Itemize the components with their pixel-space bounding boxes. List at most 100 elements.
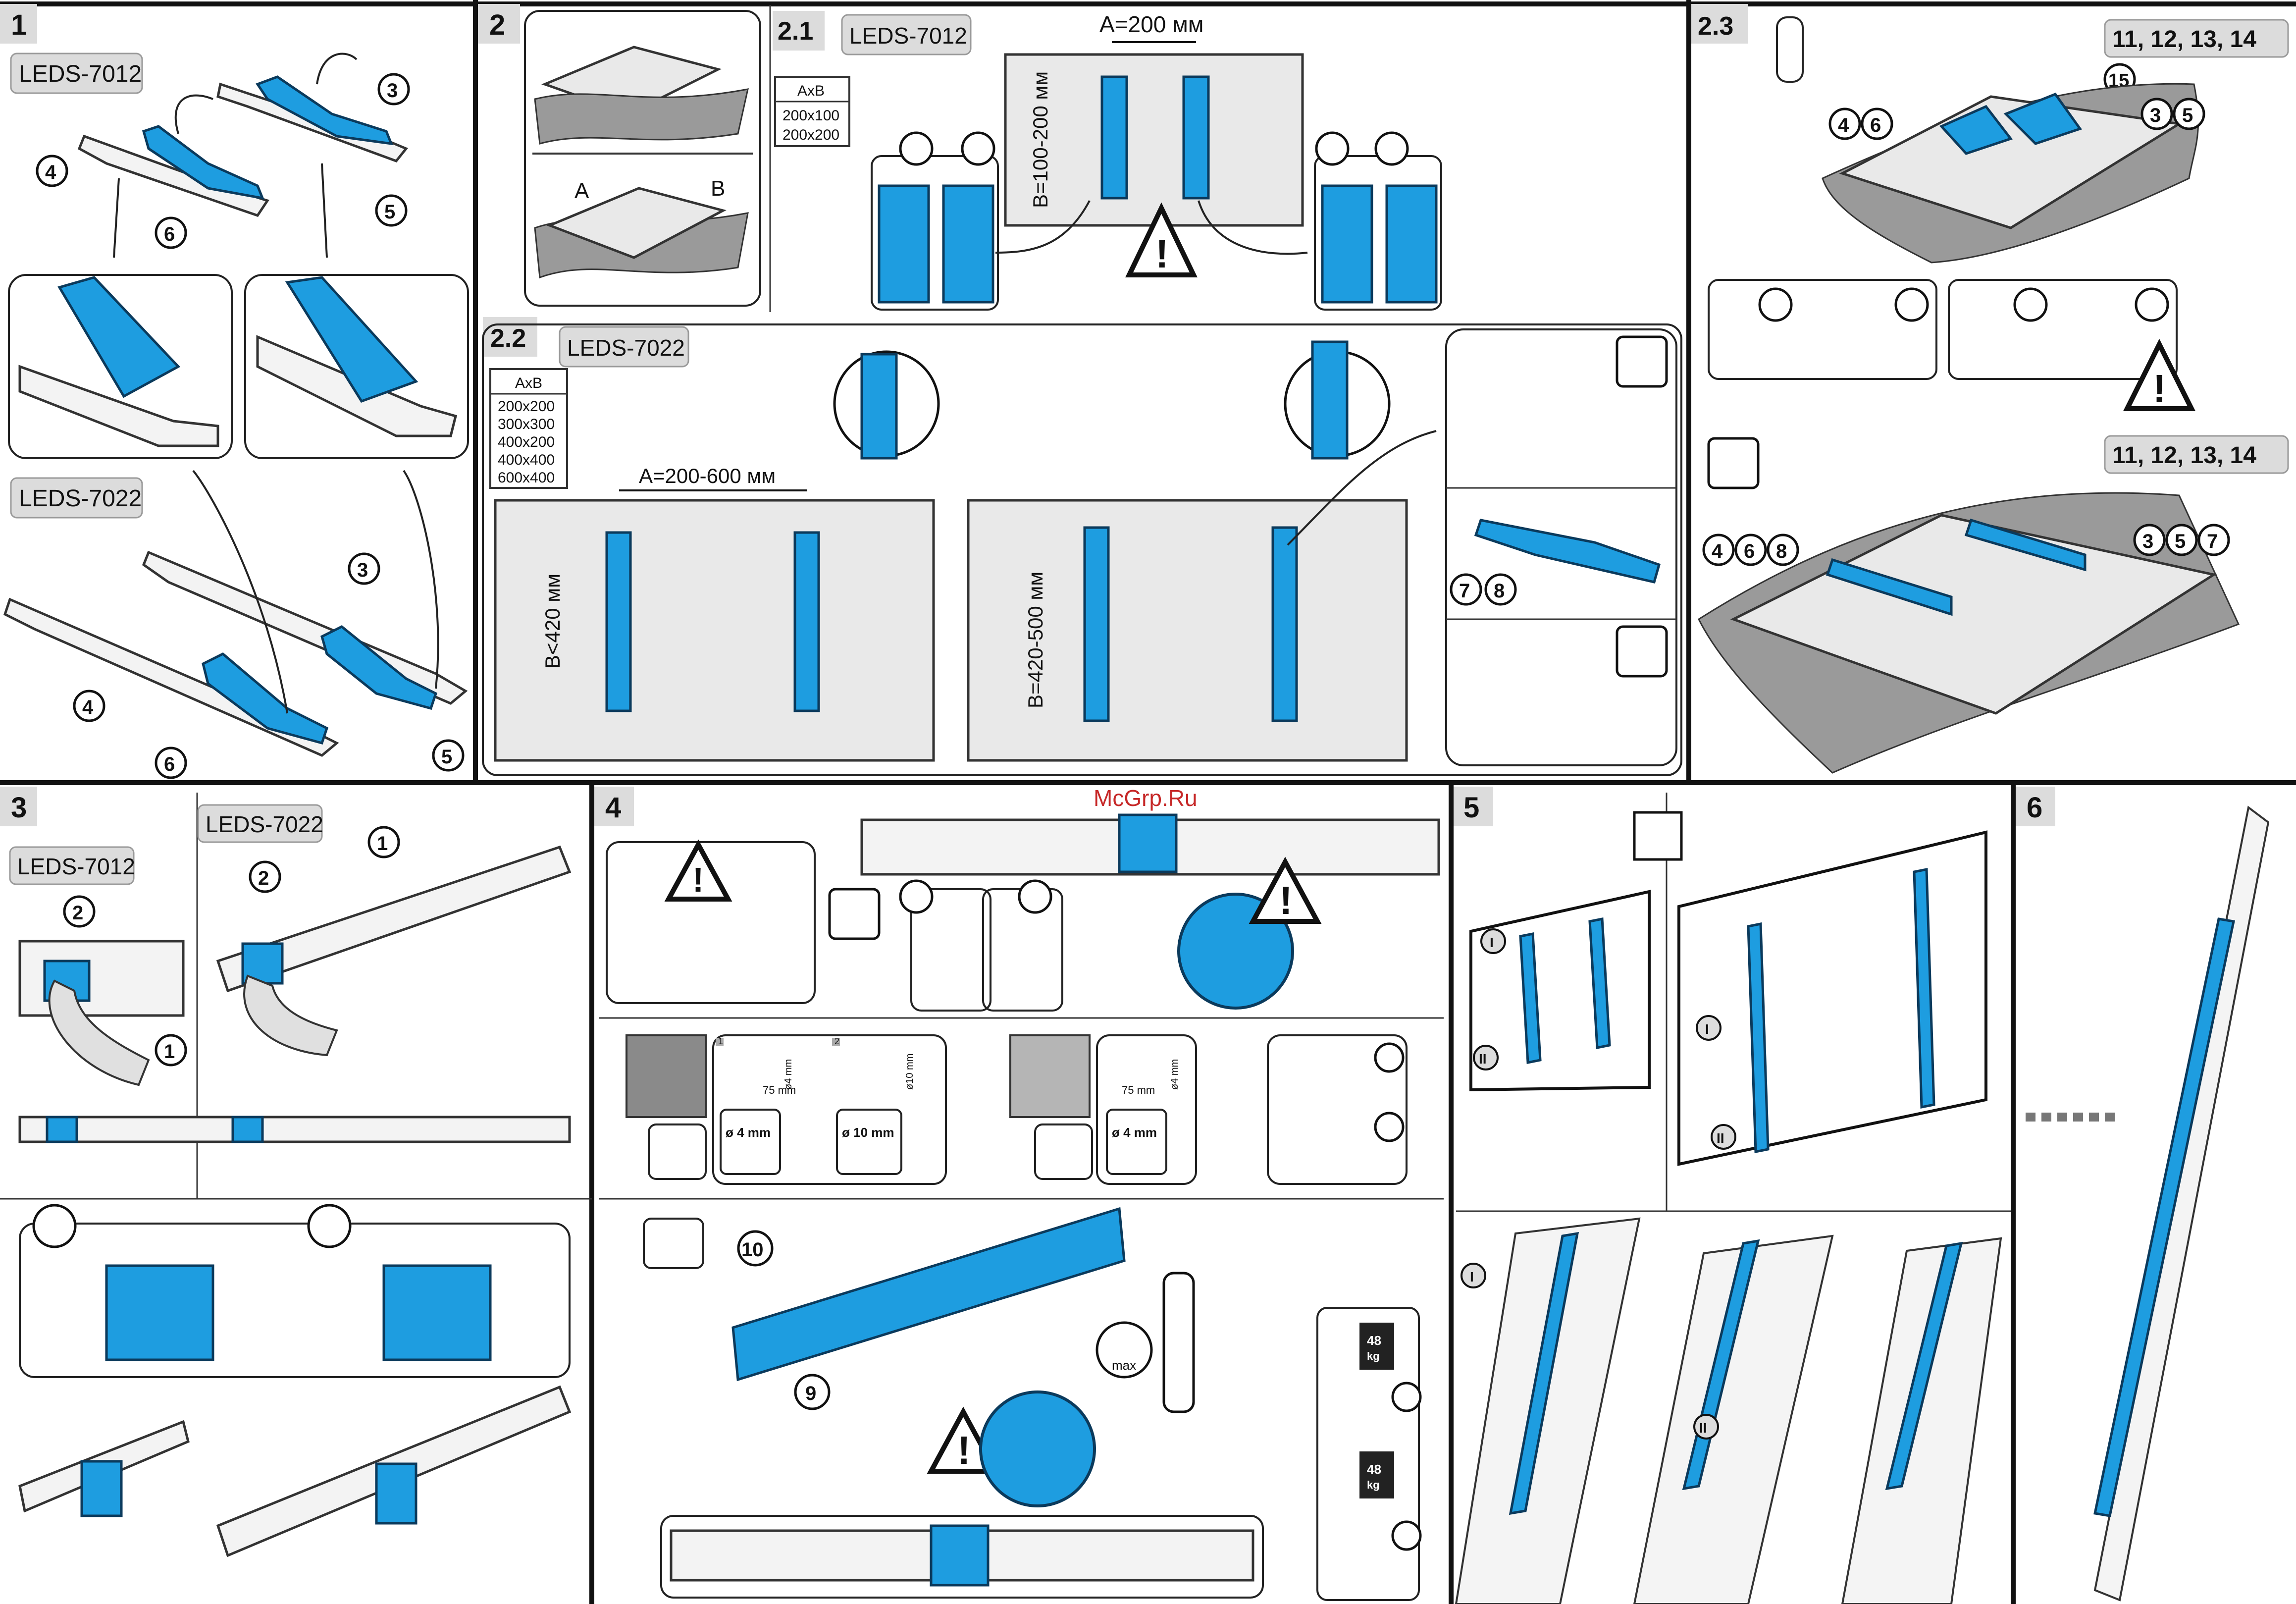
step-6-panel: [2026, 805, 2270, 1602]
happy-face-icon: [2013, 287, 2048, 322]
sad-face-icon: [1374, 131, 1409, 166]
roman-1b: I: [1705, 1021, 1709, 1037]
weight-value: 48: [1367, 1333, 1381, 1348]
part-number-4: 4: [45, 161, 56, 183]
wood-drill-box: [1096, 1034, 1197, 1185]
model-label-7012-2-1: LEDS-7012: [849, 23, 967, 49]
level-zoom-2: [979, 1390, 1096, 1507]
step-2-3-label: 2.3: [1698, 12, 1733, 41]
long-rail-3: [216, 845, 572, 993]
rail-bracket-7012-right: [216, 75, 409, 162]
ab-row: 400x400: [498, 452, 555, 468]
weight-unit-2: kg: [1367, 1479, 1380, 1491]
warning-icon: [1249, 856, 1322, 924]
part-number-2b: 2: [258, 867, 269, 889]
model-label-7022-3: LEDS-7022: [206, 811, 323, 837]
svg-text:!: !: [692, 860, 704, 899]
dimension-b-text-3: B=420-500 мм: [1024, 572, 1047, 708]
step-2-2-box: [482, 323, 1682, 776]
roman-2: II: [1479, 1051, 1487, 1067]
ab-row: 600x400: [498, 470, 555, 486]
tv-mounting-large: [1677, 830, 1987, 1166]
part-number-8d: 8: [1776, 540, 1787, 562]
step-5-label: 5: [1463, 792, 1479, 824]
part-number-3d: 3: [2142, 531, 2153, 552]
drill-diameter-2: ø10 mm: [904, 1054, 915, 1090]
final-rail-box: [660, 1515, 1264, 1599]
hand-illustration: [48, 979, 150, 1086]
dimension-a-text-2: A=200-600 мм: [639, 464, 776, 487]
warning-icon: [2123, 338, 2196, 411]
step-2-panel: A B LEDS-7012 AxB 200x100 200x200 A=200 …: [482, 10, 1682, 776]
drill-depth-1: 75 mm: [763, 1084, 796, 1096]
tilt-bracket: [2093, 917, 2235, 1517]
ab-row: 300x300: [498, 416, 555, 432]
step-3-label: 3: [11, 792, 27, 824]
model-label-7012: LEDS-7012: [19, 61, 142, 87]
bracket-compare-left: [871, 155, 999, 311]
dimension-a-text: A=200 мм: [1099, 11, 1203, 37]
max-torque-icon: [1096, 1321, 1153, 1379]
part-number-3b: 3: [357, 559, 368, 581]
part-number-3c: 3: [2150, 105, 2161, 126]
drill-size-1: ø 4 mm: [726, 1125, 771, 1140]
ab-table-2-1: [774, 76, 850, 147]
part-number-1: 1: [164, 1041, 175, 1063]
warning-icon: [927, 1406, 1000, 1474]
drill-size-3: ø 4 mm: [1112, 1125, 1157, 1140]
tv-side-profile: [2093, 805, 2270, 1602]
wood-wall-icon: [1009, 1034, 1091, 1118]
hammer-icon: [643, 1218, 704, 1269]
ab-row: 200x200: [498, 398, 555, 415]
dimension-a-label: A: [574, 179, 589, 203]
drill-diameter-3: ø4 mm: [1169, 1059, 1180, 1090]
anchor-compare-box: [1267, 1034, 1408, 1185]
part-number-5c: 5: [2182, 105, 2193, 126]
screw-group-label-2: 11, 12, 13, 14: [2112, 442, 2256, 469]
sad-face-icon: [1894, 287, 1929, 322]
warning-icon: [1125, 202, 1198, 277]
svg-text:!: !: [2153, 367, 2166, 411]
part-number-4b: 4: [82, 696, 94, 718]
drill-depth-2: 75 mm: [1122, 1084, 1155, 1096]
step-2-1-label: 2.1: [778, 17, 813, 46]
detail-box-left: [8, 274, 233, 459]
max-label: max: [1112, 1358, 1136, 1373]
part-number-5b: 5: [441, 746, 452, 768]
brick-wall-icon: [626, 1034, 707, 1118]
substep-1: 1: [718, 1036, 723, 1046]
roman-1c: I: [1470, 1269, 1474, 1284]
svg-text:!: !: [1279, 878, 1293, 922]
weight-icon: [1359, 1451, 1394, 1498]
part-number-2: 2: [72, 902, 83, 924]
centering-compare-box: [19, 1223, 571, 1378]
screwdriver-icon: [1776, 16, 1804, 83]
model-label-7012-3: LEDS-7012: [17, 854, 135, 879]
blue-wall-rail: [731, 1207, 1126, 1382]
happy-face-icon: [1758, 287, 1793, 322]
ab-row: 200x100: [783, 107, 839, 124]
arrow-curved: [316, 53, 358, 85]
sad-face-icon: [1018, 879, 1052, 914]
hardware-detail-box: [1445, 328, 1677, 766]
substep-2: 2: [835, 1036, 839, 1046]
step-1-panel: LEDS-7012 3 4 5 6 LEDS-7022: [3, 53, 469, 779]
step-6-label: 6: [2027, 792, 2042, 824]
drill-diameter-1: ø4 mm: [783, 1059, 794, 1090]
wrench-icon: [1616, 625, 1668, 678]
part-number-7: 7: [1459, 580, 1470, 602]
screw-length-compare: [1708, 279, 1937, 380]
wrench-ratchet-icon: [1162, 1272, 1195, 1413]
brick-drill-box: [712, 1034, 947, 1185]
screwdriver-icon: [1707, 437, 1760, 489]
happy-face-icon: [899, 879, 934, 914]
happy-face-icon: [1391, 1382, 1422, 1412]
part-number-6: 6: [164, 223, 175, 245]
arrow-curved: [174, 94, 213, 134]
ab-row: 400x200: [498, 434, 555, 450]
model-label-7022: LEDS-7022: [19, 485, 142, 512]
wall-warning-box: [606, 841, 816, 1004]
step-2-label: 2: [489, 9, 505, 41]
